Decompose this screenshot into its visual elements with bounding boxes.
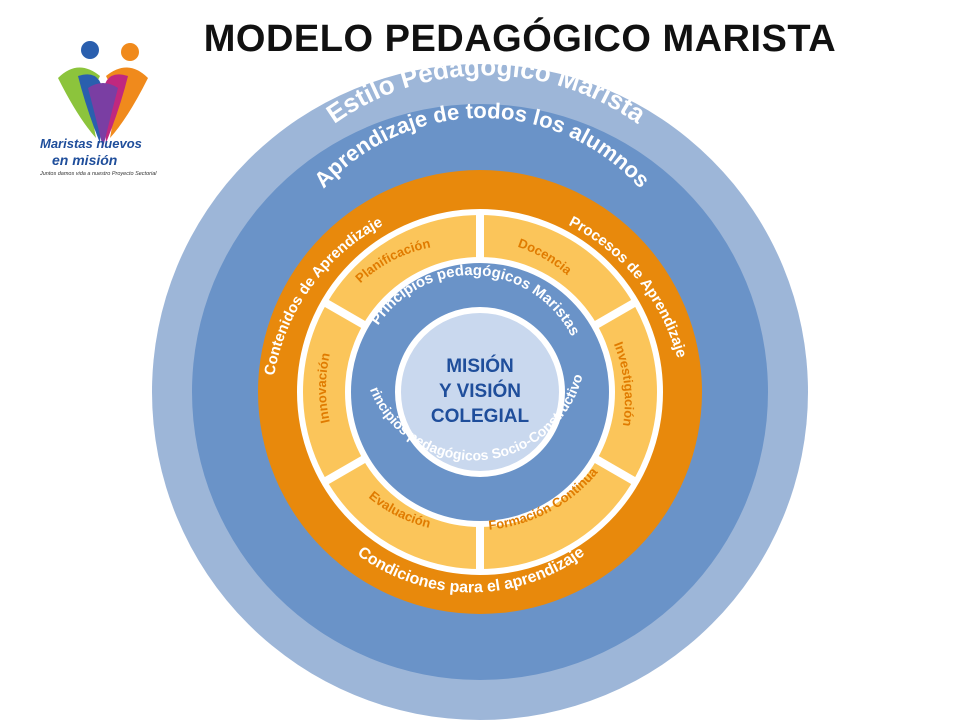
orange-ring-edge [297,209,663,575]
logo-figures-icon [58,41,148,148]
page-title: MODELO PEDAGÓGICO MARISTA [203,18,837,60]
segment-innovacion: Innovación [314,351,333,424]
core-line1: MISIÓN [446,355,514,377]
core-circle [395,307,565,477]
logo-text-line2: en misión [52,152,118,168]
core-line3: COLEGIAL [431,406,530,427]
core-line2: Y VISIÓN [439,380,521,402]
logo-tagline: Juntos damos vida a nuestro Proyecto Sec… [40,171,157,177]
logo-text-line1: Maristas nuevos [40,136,142,151]
